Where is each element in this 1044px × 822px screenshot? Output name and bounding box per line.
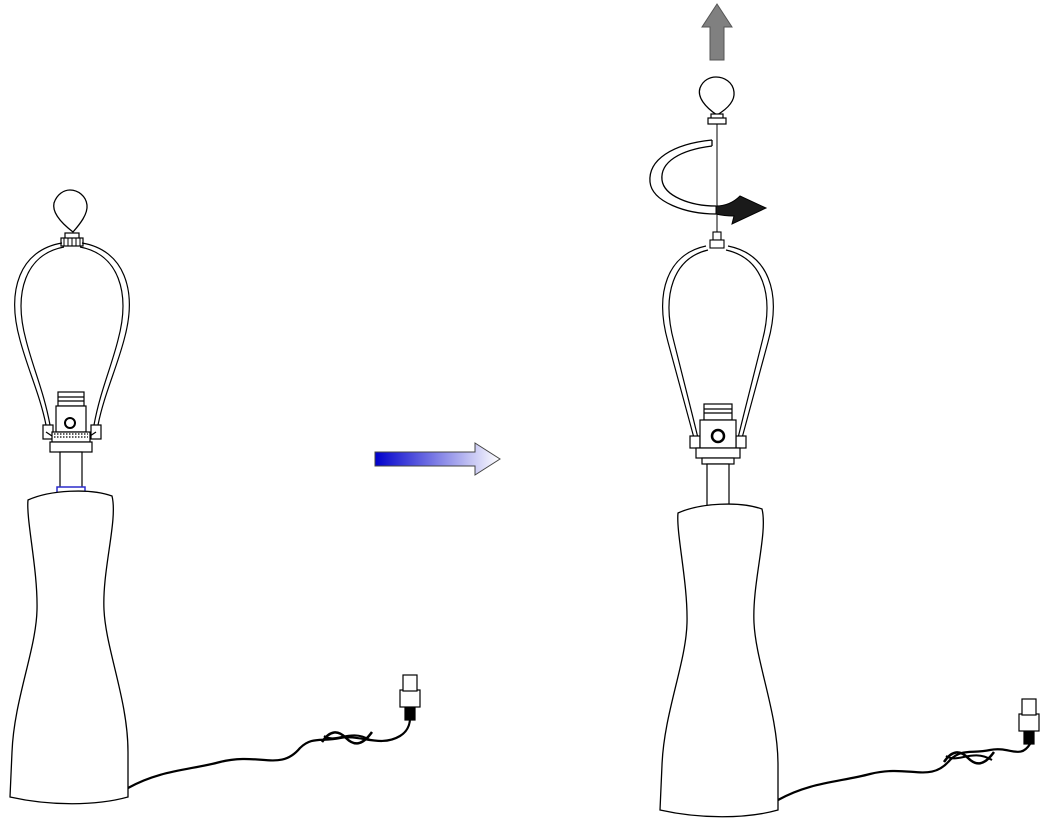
socket-icon [695, 403, 741, 465]
transition-arrow-icon [374, 442, 501, 476]
harp-icon [14, 242, 130, 440]
plug-icon [399, 674, 421, 721]
neck-icon [56, 451, 86, 494]
lamp-base [9, 490, 129, 805]
plug-icon [1018, 698, 1040, 745]
finial-icon [698, 76, 735, 232]
cord-twist-icon [942, 751, 996, 765]
lamp-before [9, 189, 421, 805]
up-arrow-icon [701, 3, 733, 61]
socket-icon [45, 391, 97, 453]
lamp-after [649, 3, 1040, 818]
power-cord [127, 717, 412, 789]
harp-icon [662, 245, 774, 449]
cord-twist-icon [320, 731, 374, 745]
harp-bolt-icon [709, 231, 725, 249]
rotate-arrow-icon [649, 139, 768, 225]
power-cord [777, 743, 1031, 801]
neck-icon [706, 463, 730, 507]
finial-icon [53, 189, 88, 247]
lamp-base [659, 503, 779, 818]
